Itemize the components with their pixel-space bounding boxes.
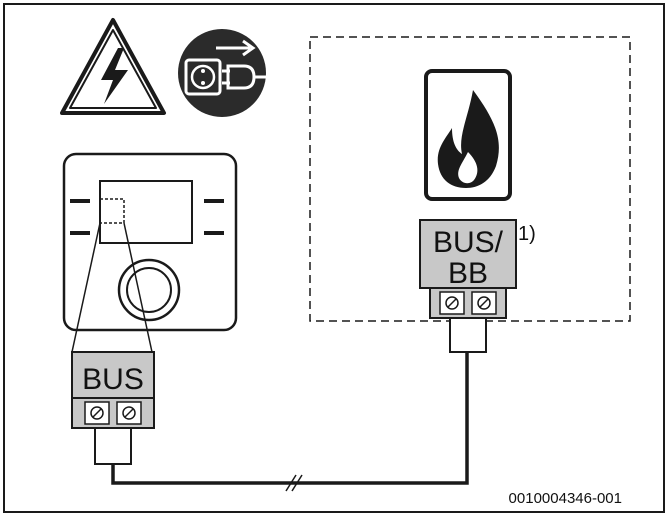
room-controller (62, 152, 238, 332)
heat-source-boiler (309, 36, 631, 322)
disconnect-mains-plug-icon (178, 29, 266, 117)
boiler-bus-label-line2: BB (448, 257, 488, 290)
zoom-projection-lines (71, 222, 153, 353)
footnote-marker: 1) (518, 223, 536, 245)
flame-icon (437, 90, 499, 188)
controller-bus-label: BUS (82, 363, 144, 396)
electrical-hazard-warning-icon (60, 18, 166, 115)
controller-display (99, 180, 193, 244)
cable-break-mark (285, 474, 297, 492)
controller-terminal-zoom-box (99, 198, 125, 224)
boiler-bus-label-line1: BUS/ (433, 226, 504, 259)
bus-cable (111, 352, 469, 492)
figure-id: 0010004346-001 (509, 490, 622, 507)
controller-bus-terminal: BUS (71, 351, 155, 465)
boiler-bus-terminal: BUS/ BB 1) (419, 219, 536, 353)
